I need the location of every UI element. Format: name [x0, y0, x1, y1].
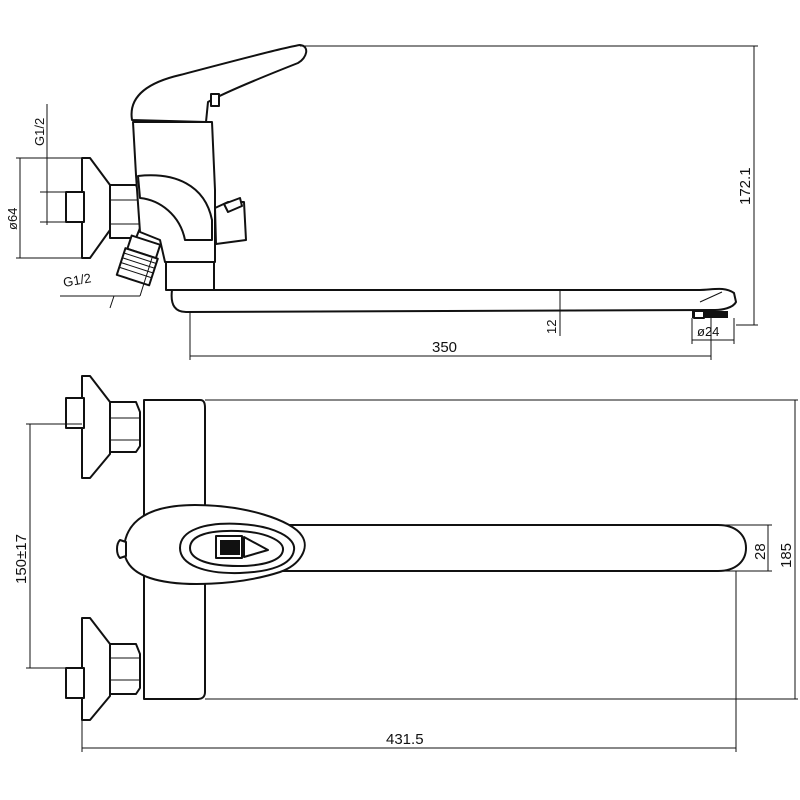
- inlet-thread-bottom-label: G1/2: [62, 270, 92, 290]
- spout-length-label: 350: [432, 339, 457, 356]
- spout-width-label: 28: [752, 543, 769, 560]
- spout-top: [249, 524, 747, 572]
- overall-height-label: 172.1: [737, 167, 754, 205]
- wall-flange: [81, 157, 111, 259]
- upper-wall-flange: [81, 375, 111, 479]
- flange-diameter-label: ø64: [5, 208, 20, 230]
- hex-nut: [109, 184, 141, 239]
- inlet-thread-top-label: G1/2: [32, 118, 47, 146]
- lower-wall-flange: [81, 617, 111, 721]
- aerator: [692, 311, 728, 318]
- body-depth-label: 185: [778, 543, 795, 568]
- inlet-spacing-label: 150±17: [13, 534, 30, 584]
- aerator-diameter-label: ø24: [697, 324, 719, 339]
- inlet-stub: [65, 191, 85, 223]
- lever-handle: [130, 44, 308, 123]
- overall-length-label: 431.5: [386, 731, 424, 748]
- top-view: 150±17 28 185 431.5: [13, 375, 798, 752]
- spout-collar: [165, 261, 215, 291]
- spout: [170, 287, 737, 313]
- spout-thickness-label: 12: [544, 320, 559, 334]
- threaded-outlet: [115, 234, 162, 287]
- side-view: G1/2 ø64 G1/2 350 12 ø24 172.1: [5, 44, 758, 360]
